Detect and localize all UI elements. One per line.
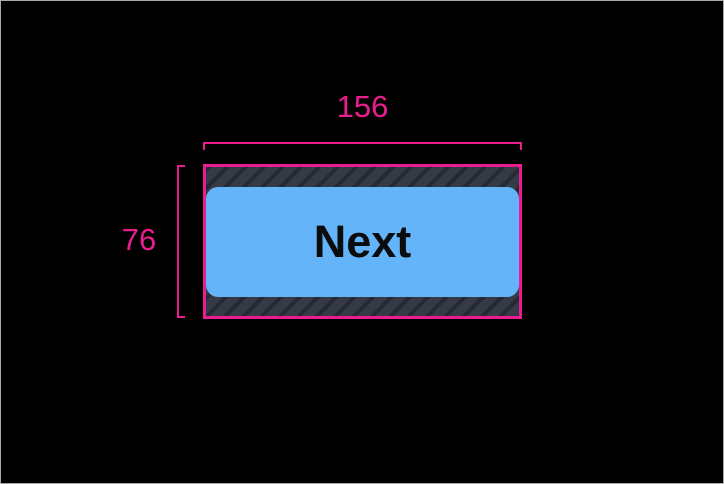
touch-target-region: Next [203, 164, 522, 319]
height-dimension-label: 76 [121, 222, 157, 257]
width-dimension-label: 156 [336, 89, 389, 124]
next-button[interactable]: Next [206, 187, 519, 297]
height-measure-bracket [177, 165, 185, 318]
next-button-label: Next [313, 216, 412, 267]
width-measure-bracket [203, 142, 522, 150]
